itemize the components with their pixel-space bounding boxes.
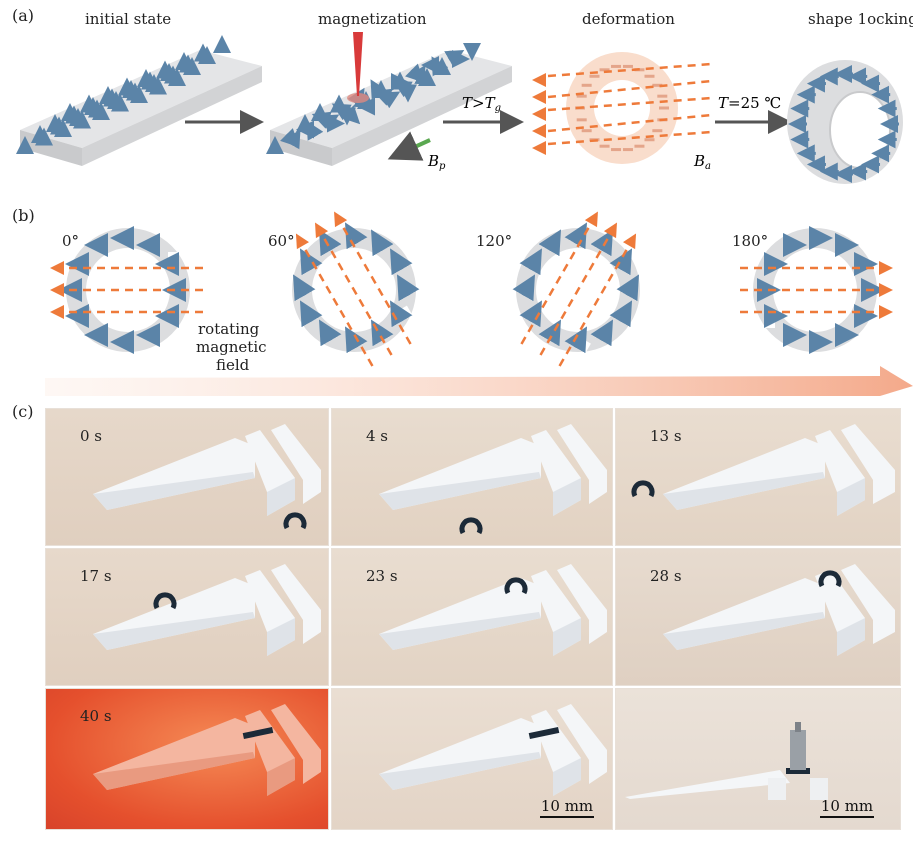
magnet-ring (50, 226, 203, 354)
magnetization-arrow (609, 300, 633, 328)
magnetization-arrow (616, 274, 640, 302)
field-line (294, 232, 374, 367)
magnetization-arrow (519, 248, 542, 276)
angle-60: 60° (268, 232, 295, 250)
panel-c-label: (c) (12, 402, 34, 421)
magnetization-arrow (564, 222, 588, 250)
magnetization-arrow (299, 300, 323, 328)
panel-b-diagram (45, 210, 913, 396)
magnet-ring (512, 210, 640, 367)
magnetization-arrow (538, 229, 562, 257)
deformation-ring (532, 52, 713, 164)
magnetization-arrow (283, 129, 301, 150)
field-arrowhead (532, 73, 546, 87)
panel-a-label: (a) (12, 6, 35, 25)
photo-frame-load: 10 mm (615, 688, 901, 830)
stage-shape-locking: shape 1ocking (808, 10, 913, 28)
field-line (558, 232, 638, 367)
field-line (539, 221, 619, 356)
magnetization-arrow (390, 300, 413, 328)
field-bp-arrow (387, 131, 431, 161)
field-line (313, 221, 393, 356)
scale-bar-2: 10 mm (820, 797, 874, 818)
laser-beam (353, 32, 363, 96)
field-arrowhead (50, 305, 64, 319)
stage-deformation: deformation (582, 10, 675, 28)
magnetization-arrow (396, 274, 420, 302)
frame-time: 17 s (80, 567, 112, 585)
magnet-ring (740, 226, 893, 354)
panel-b-label: (b) (12, 206, 35, 225)
field-arrowhead (532, 141, 546, 155)
field-arrowhead (532, 90, 546, 104)
magnetization-arrow (370, 229, 394, 257)
magnetization-arrow (519, 300, 542, 328)
photo-frame-28s: 28 s (615, 548, 901, 686)
magnetization-arrow (590, 319, 613, 347)
field-bp-label: Bp (427, 152, 446, 172)
stage-magnetization: magnetization (318, 10, 427, 28)
scale-bar-1: 10 mm (540, 797, 594, 818)
field-arrowhead (584, 211, 598, 228)
magnetization-arrow (292, 274, 316, 302)
scale-bar-label: 10 mm (540, 797, 594, 815)
panel-a-diagram: Bp T>Tg Ba T=25 ℃ (16, 32, 903, 184)
field-line (520, 210, 600, 345)
magnetization-arrow (609, 248, 633, 276)
field-ba-label: Ba (693, 152, 711, 172)
photo-frame-17s: 17 s (45, 548, 329, 686)
rotating-field-arrow (45, 366, 913, 396)
photo-frame-23s: 23 s (331, 548, 613, 686)
frame-time: 23 s (366, 567, 398, 585)
condition-t-gt-tg: T>Tg (462, 94, 501, 114)
frame-time: 28 s (650, 567, 682, 585)
frame-time: 0 s (80, 427, 103, 445)
field-arrowhead (879, 305, 893, 319)
locked-cylinder (787, 60, 903, 184)
field-arrowhead (532, 107, 546, 121)
magnetization-arrow (306, 120, 324, 141)
magnetization-arrow (344, 222, 368, 250)
slab-initial (16, 35, 262, 166)
field-arrowhead (334, 211, 348, 228)
field-caption-3: field (216, 356, 250, 374)
magnetization-arrow (319, 319, 342, 347)
frame-time: 4 s (366, 427, 389, 445)
field-arrowhead (532, 124, 546, 138)
magnet-ring (292, 210, 420, 367)
magnetization-arrow (344, 326, 368, 354)
photo-frame-cooled: 10 mm (331, 688, 613, 830)
angle-120: 120° (476, 232, 513, 250)
magnetization-arrow (299, 248, 323, 276)
field-arrowhead (295, 233, 310, 250)
angle-0: 0° (62, 232, 80, 250)
condition-t-25: T=25 ℃ (718, 94, 781, 112)
stage-initial-state: initial state (85, 10, 172, 28)
magnetization-arrow (390, 248, 413, 276)
magnetization-arrow (512, 274, 536, 302)
frame-time: 13 s (650, 427, 682, 445)
magnetization-arrow (341, 105, 361, 125)
field-arrowhead (50, 283, 64, 297)
field-arrowhead (879, 283, 893, 297)
field-caption-2: magnetic (196, 338, 267, 356)
photo-frame-4s: 4 s (331, 408, 613, 546)
field-arrowhead (50, 261, 64, 275)
magnetization-arrow (380, 91, 401, 109)
scale-bar-label: 10 mm (820, 797, 874, 815)
field-arrowhead (879, 261, 893, 275)
photo-frame-13s: 13 s (615, 408, 901, 546)
field-caption-1: rotating (198, 320, 260, 338)
frame-time: 40 s (80, 707, 112, 725)
angle-180: 180° (732, 232, 769, 250)
field-line (332, 210, 412, 345)
photo-frame-0s: 0 s (45, 408, 329, 546)
magnetization-arrow (564, 326, 588, 354)
field-arrowhead (603, 222, 617, 239)
field-arrowhead (622, 233, 637, 250)
field-arrowhead (315, 222, 329, 239)
photo-frame-40s: 40 s (45, 688, 329, 830)
slab-magnetized (266, 32, 512, 166)
